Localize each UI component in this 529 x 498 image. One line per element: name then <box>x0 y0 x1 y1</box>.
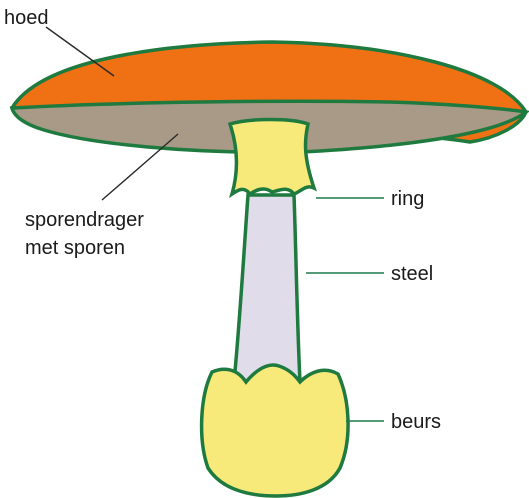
cap-label: hoed <box>4 7 49 29</box>
stem-label: steel <box>391 263 433 285</box>
gills-label-line1: sporendrager <box>25 209 144 231</box>
volva-label: beurs <box>391 411 441 433</box>
volva-shape <box>202 365 348 496</box>
ring-label: ring <box>391 188 424 210</box>
stem-shape <box>234 195 300 382</box>
gills-label-line2: met sporen <box>25 237 125 259</box>
ring-shape <box>230 120 314 195</box>
